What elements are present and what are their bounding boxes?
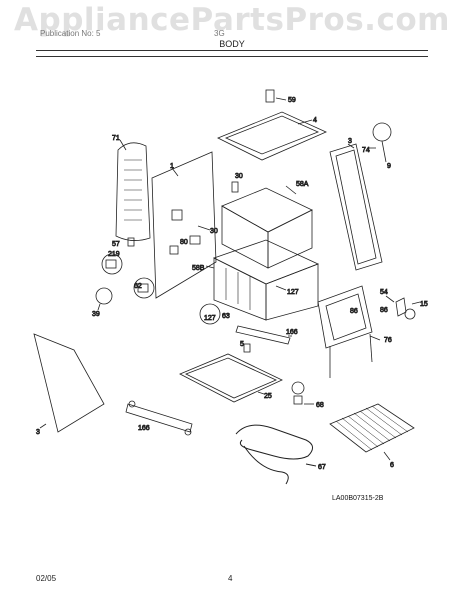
footer-page-number: 4 bbox=[228, 574, 233, 583]
callout-15: 15 bbox=[420, 301, 428, 308]
callout-86-right: 86 bbox=[380, 307, 388, 314]
callout-59: 59 bbox=[288, 97, 296, 104]
callout-5: 5 bbox=[240, 341, 244, 348]
callout-71: 71 bbox=[112, 135, 120, 142]
callout-86-frame: 86 bbox=[350, 308, 358, 315]
callout-30-upper: 30 bbox=[235, 173, 243, 180]
part-6-oven-rack[interactable] bbox=[329, 403, 415, 461]
watermark: AppliancePartsPros.com bbox=[14, 2, 450, 38]
part-127-fastener[interactable] bbox=[199, 303, 221, 325]
callout-127-right: 127 bbox=[287, 289, 299, 296]
callout-68: 68 bbox=[316, 402, 324, 409]
callout-80: 80 bbox=[180, 239, 188, 246]
callout-62: 62 bbox=[134, 283, 142, 290]
header-rule-top bbox=[36, 50, 428, 51]
callout-57: 57 bbox=[112, 241, 120, 248]
part-74-knob[interactable] bbox=[368, 122, 392, 163]
callout-1: 1 bbox=[170, 163, 174, 170]
part-67-bake-element[interactable] bbox=[235, 424, 317, 485]
part-62-bracket[interactable] bbox=[133, 277, 155, 299]
part-80-bracket[interactable] bbox=[189, 235, 201, 245]
section-title: BODY bbox=[219, 39, 245, 49]
part-3-side-panel[interactable] bbox=[329, 143, 383, 271]
callout-58b: 58B bbox=[192, 265, 205, 272]
diagram-reference-code: LA00B07315-2B bbox=[332, 495, 384, 502]
callout-127-left: 127 bbox=[204, 315, 216, 322]
part-54-hinge[interactable] bbox=[385, 295, 421, 320]
part-58b-oven-lower[interactable] bbox=[205, 239, 320, 321]
callout-74: 74 bbox=[362, 147, 370, 154]
part-68-connector[interactable] bbox=[291, 381, 314, 405]
part-219-switch[interactable] bbox=[101, 253, 123, 275]
callout-63: 63 bbox=[222, 313, 230, 320]
callout-30-lower: 30 bbox=[210, 228, 218, 235]
part-76-front-frame[interactable] bbox=[317, 285, 381, 378]
header-model: 3G bbox=[214, 29, 225, 38]
part-30-bracket-upper[interactable] bbox=[231, 181, 239, 193]
callout-3-upper: 3 bbox=[348, 138, 352, 145]
callout-54: 54 bbox=[380, 289, 388, 296]
part-71-insulation[interactable] bbox=[115, 139, 151, 241]
part-39-terminal[interactable] bbox=[95, 287, 113, 311]
part-59-cap[interactable] bbox=[265, 89, 287, 103]
callout-219: 219 bbox=[108, 251, 120, 258]
callout-76: 76 bbox=[384, 337, 392, 344]
callout-39: 39 bbox=[92, 311, 100, 318]
callout-3-lower: 3 bbox=[36, 429, 40, 436]
callout-166-left: 166 bbox=[138, 425, 150, 432]
part-3-side-panel-left[interactable] bbox=[33, 333, 105, 433]
part-1-back-panel[interactable] bbox=[151, 151, 217, 299]
callout-67: 67 bbox=[318, 464, 326, 471]
callout-58a: 58A bbox=[296, 181, 309, 188]
callout-6: 6 bbox=[390, 462, 394, 469]
footer-date: 02/05 bbox=[36, 574, 57, 583]
part-57-clip[interactable] bbox=[127, 237, 135, 247]
callout-4: 4 bbox=[313, 117, 317, 124]
header: Publication No: 5 3G BODY bbox=[36, 22, 428, 50]
callout-166-center: 166 bbox=[286, 329, 298, 336]
part-4-top-panel[interactable] bbox=[217, 111, 327, 161]
part-166-vent-trim[interactable] bbox=[235, 325, 292, 345]
callout-9: 9 bbox=[387, 163, 391, 170]
part-25-oven-bottom[interactable] bbox=[179, 353, 283, 403]
part-58a-oven-liner[interactable] bbox=[221, 185, 313, 269]
header-rule-bottom bbox=[36, 56, 428, 57]
callout-25: 25 bbox=[264, 393, 272, 400]
header-publication: Publication No: 5 bbox=[40, 29, 101, 38]
part-166-vent-trim-left[interactable] bbox=[125, 400, 193, 436]
part-5-bracket[interactable] bbox=[243, 343, 251, 353]
